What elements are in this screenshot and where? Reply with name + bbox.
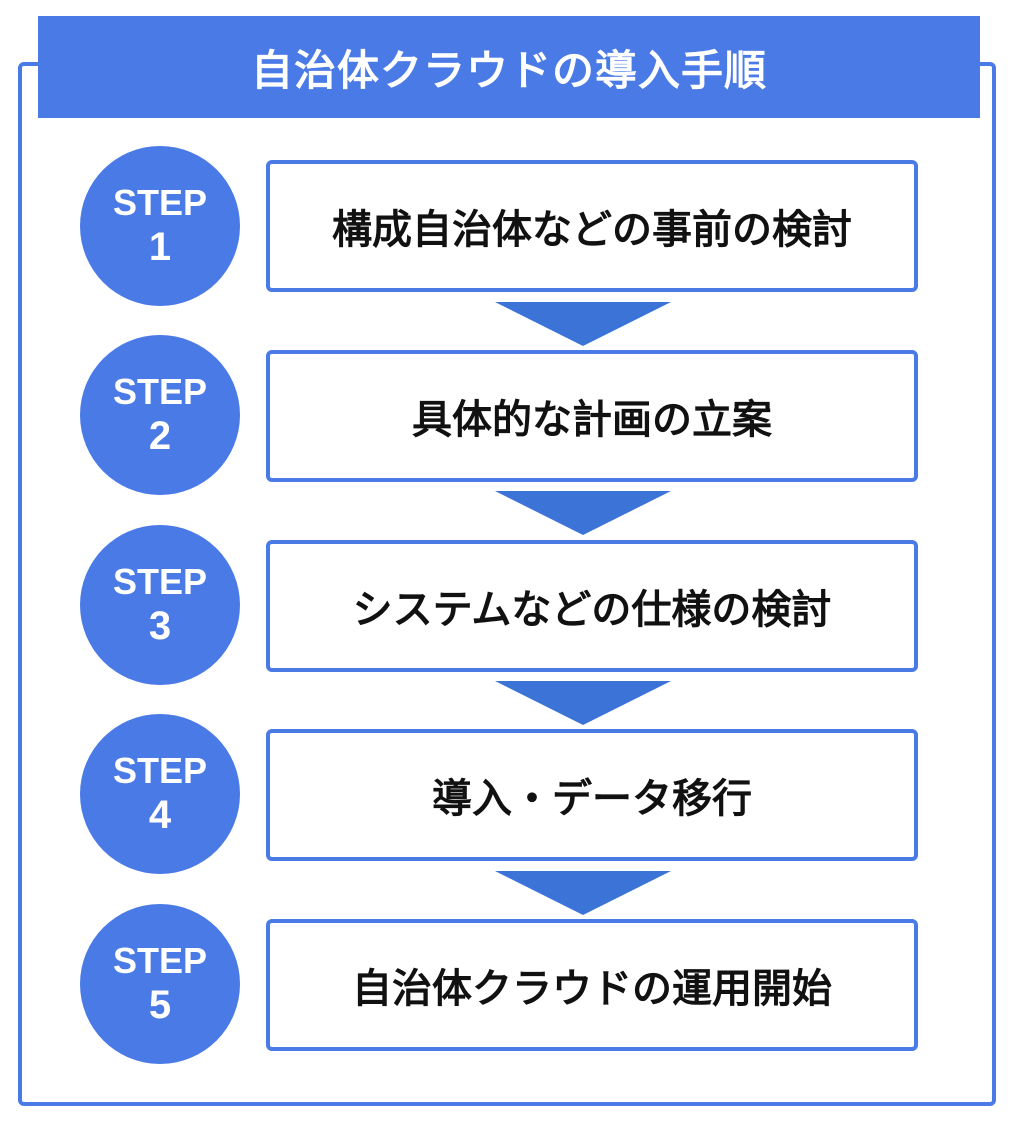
step-1-label: STEP xyxy=(112,182,208,223)
step-5-number: 5 xyxy=(148,983,172,1027)
step-arrow-4 xyxy=(495,871,671,915)
step-5-badge: STEP 5 xyxy=(80,904,240,1064)
step-3-label: STEP xyxy=(112,561,208,602)
step-1-text: 構成自治体などの事前の検討 xyxy=(332,207,852,253)
step-3-box: システムなどの仕様の検討 xyxy=(266,540,918,672)
step-5-text: 自治体クラウドの運用開始 xyxy=(352,966,832,1012)
step-arrow-2 xyxy=(495,491,671,535)
step-3-number: 3 xyxy=(148,604,172,648)
step-3-badge: STEP 3 xyxy=(80,525,240,685)
diagram-title: 自治体クラウドの導入手順 xyxy=(38,16,980,118)
step-arrow-3 xyxy=(495,681,671,725)
step-4-box: 導入・データ移行 xyxy=(266,729,918,861)
step-3-text: システムなどの仕様の検討 xyxy=(352,587,832,633)
step-5-box: 自治体クラウドの運用開始 xyxy=(266,919,918,1051)
step-2-number: 2 xyxy=(148,414,172,458)
step-2-text: 具体的な計画の立案 xyxy=(412,397,772,443)
step-4-text: 導入・データ移行 xyxy=(432,776,752,822)
step-1-number: 1 xyxy=(148,225,172,269)
step-4-number: 4 xyxy=(148,793,172,837)
step-2-badge: STEP 2 xyxy=(80,335,240,495)
step-arrow-1 xyxy=(495,302,671,346)
step-2-label: STEP xyxy=(112,371,208,412)
step-4-label: STEP xyxy=(112,750,208,791)
step-2-box: 具体的な計画の立案 xyxy=(266,350,918,482)
step-1-box: 構成自治体などの事前の検討 xyxy=(266,160,918,292)
step-5-label: STEP xyxy=(112,940,208,981)
step-1-badge: STEP 1 xyxy=(80,146,240,306)
step-4-badge: STEP 4 xyxy=(80,714,240,874)
